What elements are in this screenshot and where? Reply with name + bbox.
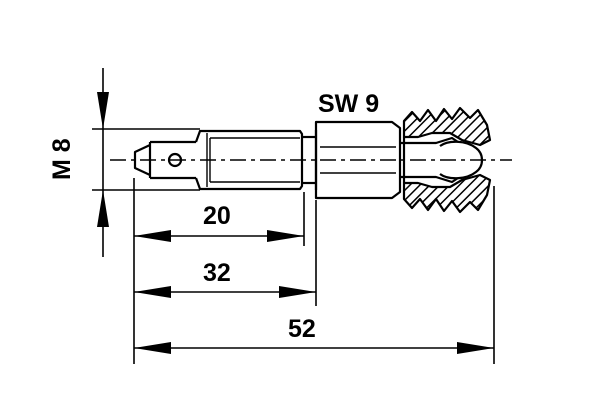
- dust-cap: [402, 106, 492, 214]
- bleed-hole: [167, 152, 183, 168]
- screw-tip: [133, 144, 151, 176]
- hex-section: [314, 120, 402, 200]
- arrow-down: [97, 92, 109, 129]
- arrow-up: [97, 190, 109, 227]
- dimension-32-label: 32: [203, 259, 231, 287]
- dust-cap-bottom: [402, 173, 492, 214]
- screw-body: [133, 120, 459, 200]
- dust-cap-top: [402, 106, 492, 147]
- thread-label: M 8: [48, 138, 76, 180]
- thread-diameter-dimension: [92, 68, 200, 257]
- thread-section: [194, 129, 304, 191]
- dimension-52-label: 52: [288, 315, 316, 343]
- wrench-size-label: SW 9: [318, 90, 380, 118]
- dimension-20-label: 20: [203, 202, 231, 230]
- length-dimensions: [133, 178, 495, 364]
- cap-stem: [400, 136, 459, 145]
